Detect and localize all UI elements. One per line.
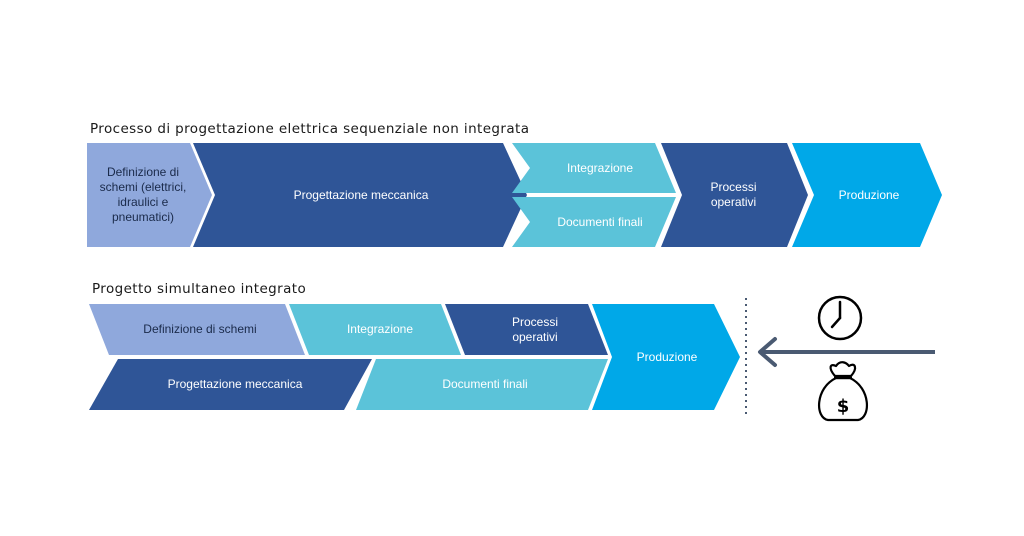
int-step-processi: [445, 304, 608, 355]
seq-label-schemi: Definizione di schemi (elettrici, idraul…: [99, 165, 187, 224]
int-step-schemi: [89, 304, 305, 355]
int-label-produzione: Produzione: [636, 349, 698, 364]
int-label-meccanica: Progettazione meccanica: [167, 377, 303, 391]
int-step-meccanica: [89, 359, 372, 410]
integrated-title: Progetto simultaneo integrato: [92, 281, 307, 297]
int-label-documenti: Documenti finali: [442, 377, 528, 391]
seq-step-integrazione: [512, 143, 676, 193]
seq-step-schemi: [87, 143, 212, 247]
int-label-integrazione: Integrazione: [346, 322, 414, 336]
seq-label-meccanica: Progettazione meccanica: [293, 187, 429, 202]
seq-step-documenti: [512, 197, 676, 247]
sequential-title: Processo di progettazione elettrica sequ…: [90, 121, 530, 137]
seq-step-meccanica: [193, 143, 527, 247]
arrow-left-icon: [758, 337, 935, 367]
clock-icon: [817, 295, 863, 341]
int-label-schemi: Definizione di schemi: [143, 322, 257, 336]
seq-step-produzione: [792, 143, 942, 247]
svg-text:$: $: [837, 396, 850, 417]
seq-step-processi: [661, 143, 808, 247]
seq-label-processi: Processi operativi: [710, 180, 757, 209]
seq-label-produzione: Produzione: [838, 187, 900, 202]
int-step-produzione: [592, 304, 740, 410]
int-step-documenti: [356, 359, 608, 410]
seq-label-integrazione: Integrazione: [566, 160, 634, 175]
int-label-processi: Processi operativi: [511, 314, 558, 344]
money-bag-icon: $: [817, 361, 869, 422]
seq-label-documenti: Documenti finali: [557, 214, 643, 229]
int-step-integrazione: [289, 304, 461, 355]
